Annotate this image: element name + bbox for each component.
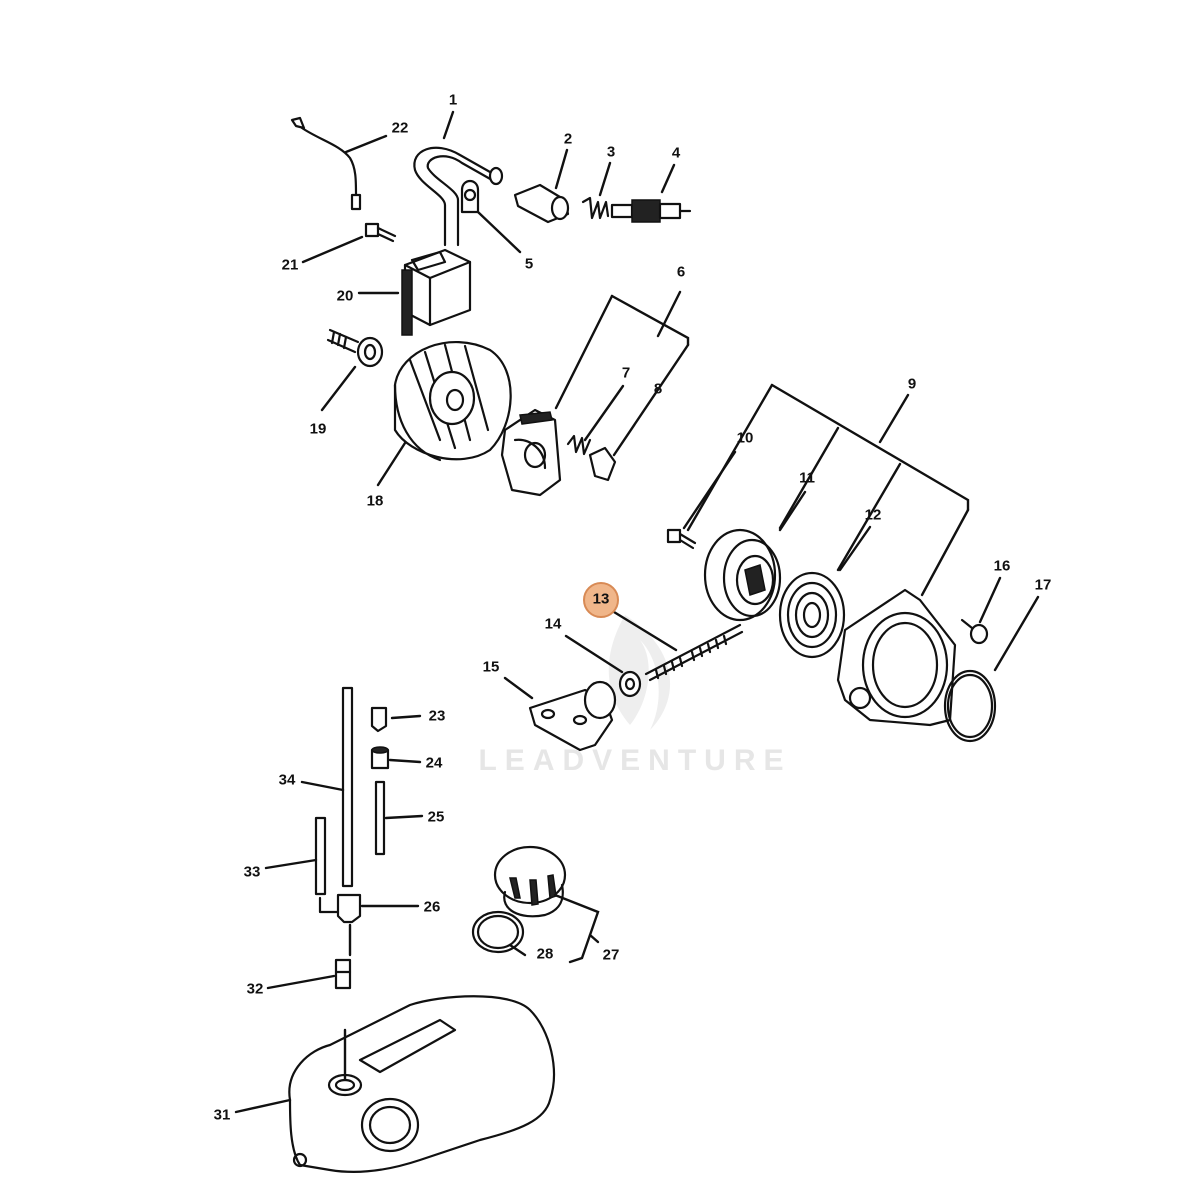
part-31-fuel-tank <box>288 995 556 1174</box>
callout-31[interactable]: 31 <box>214 1107 231 1124</box>
callout-11[interactable]: 11 <box>799 470 815 487</box>
part-5-clip <box>460 179 480 214</box>
part-16-screw <box>960 618 989 645</box>
part-2-plug-cap <box>513 183 570 224</box>
callout-16[interactable]: 16 <box>994 558 1011 575</box>
callout-25[interactable]: 25 <box>428 809 445 826</box>
watermark-text: LEADVENTURE <box>478 744 791 777</box>
part-12-rewind-spring <box>778 571 846 659</box>
part-11-pulley <box>703 528 782 622</box>
callout-13-highlight[interactable]: 13 <box>583 582 619 618</box>
part-32-fitting <box>334 958 352 990</box>
part-8-pawl <box>588 446 617 482</box>
callouts: 1 22 2 3 4 5 21 20 6 7 8 9 19 10 11 18 1… <box>214 92 1052 1124</box>
part-26-grommet <box>318 893 362 924</box>
callout-7[interactable]: 7 <box>622 365 630 382</box>
callout-15[interactable]: 15 <box>483 659 500 676</box>
callout-14[interactable]: 14 <box>545 616 562 633</box>
callout-5[interactable]: 5 <box>525 256 533 273</box>
part-20-ignition-coil <box>401 248 472 336</box>
callout-13[interactable]: 13 <box>593 591 610 608</box>
part-27-fuel-cap <box>493 845 567 918</box>
callout-19[interactable]: 19 <box>310 421 327 438</box>
part-28-cap-gasket <box>471 910 525 954</box>
part-33-fuel-line <box>314 816 327 896</box>
callout-6[interactable]: 6 <box>677 264 685 281</box>
part-15-handle <box>528 680 617 752</box>
callout-1[interactable]: 1 <box>449 92 457 109</box>
part-10-screw <box>666 528 697 550</box>
part-19-bolt <box>326 328 384 368</box>
callout-20[interactable]: 20 <box>337 288 354 305</box>
part-7-spring <box>566 434 592 456</box>
callout-10[interactable]: 10 <box>737 430 754 447</box>
callout-8[interactable]: 8 <box>654 381 662 398</box>
part-25-fuel-line <box>374 780 386 856</box>
callout-9[interactable]: 9 <box>908 376 916 393</box>
leader-lines <box>234 110 1040 1114</box>
callout-32[interactable]: 32 <box>247 981 264 998</box>
callout-24[interactable]: 24 <box>426 755 443 772</box>
callout-2[interactable]: 2 <box>564 131 572 148</box>
part-3-spring <box>581 196 610 220</box>
callout-18[interactable]: 18 <box>367 493 384 510</box>
part-22-wire-lead <box>290 116 362 211</box>
part-17-gasket <box>943 669 997 743</box>
part-13-rope <box>644 623 744 682</box>
callout-26[interactable]: 26 <box>424 899 441 916</box>
callout-34[interactable]: 34 <box>279 772 296 789</box>
part-18-flywheel <box>393 341 512 462</box>
watermark: LEADVENTURE <box>478 615 791 777</box>
callout-17[interactable]: 17 <box>1035 577 1052 594</box>
part-1-ht-lead <box>413 146 504 247</box>
part-34-long-fuel-line <box>341 686 354 888</box>
callout-3[interactable]: 3 <box>607 144 615 161</box>
part-6-pawl-carrier <box>500 408 562 497</box>
callout-22[interactable]: 22 <box>392 120 409 137</box>
part-9-starter-housing <box>836 588 957 727</box>
part-14-rope-guide <box>618 670 642 698</box>
callout-28[interactable]: 28 <box>537 946 554 963</box>
callout-33[interactable]: 33 <box>244 864 261 881</box>
callout-12[interactable]: 12 <box>865 507 882 524</box>
part-24-filter <box>370 746 390 770</box>
part-21-screw <box>364 222 397 243</box>
callout-27[interactable]: 27 <box>603 947 620 964</box>
callout-23[interactable]: 23 <box>429 708 446 725</box>
part-23-plug <box>370 706 388 733</box>
part-4-spark-plug <box>610 199 692 223</box>
callout-4[interactable]: 4 <box>672 145 681 162</box>
callout-21[interactable]: 21 <box>282 257 299 274</box>
